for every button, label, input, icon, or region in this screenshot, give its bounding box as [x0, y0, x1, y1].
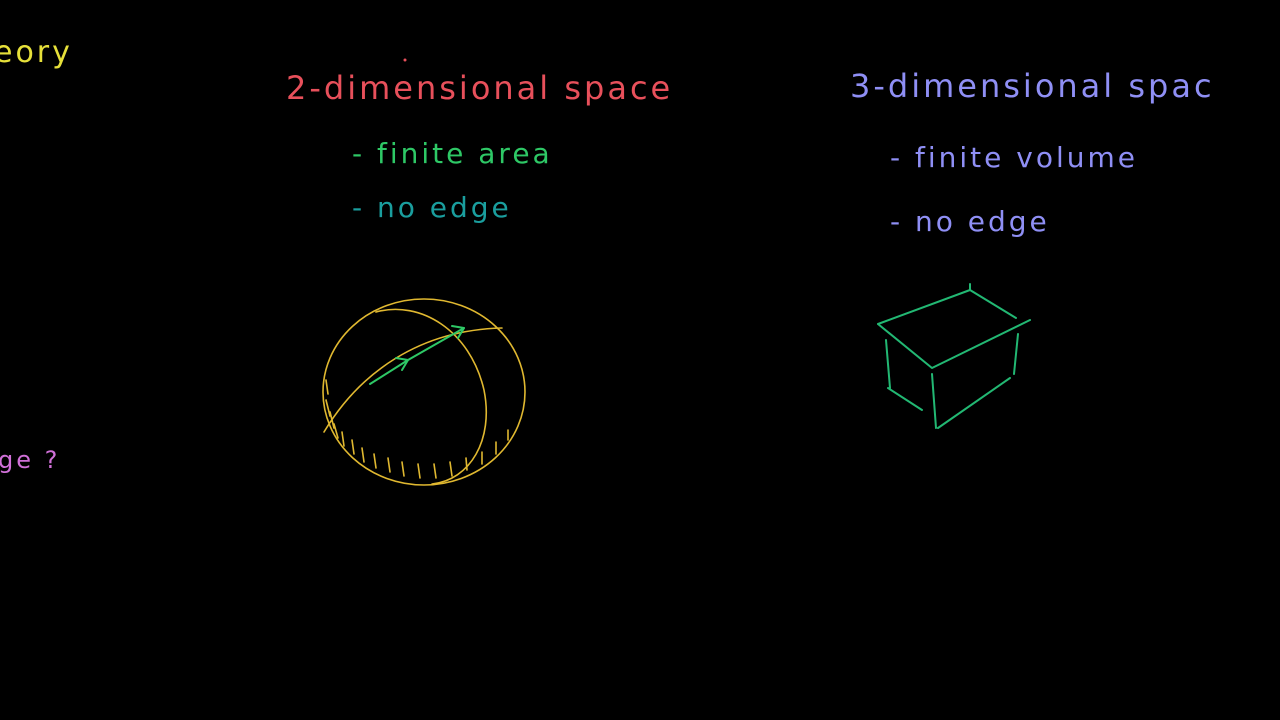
two-d-title: 2-dimensional space: [286, 69, 674, 107]
partial-edge-question-text: ge ?: [0, 446, 61, 474]
three-d-title: 3-dimensional spac: [850, 67, 1215, 105]
partial-theory-text: eory: [0, 35, 73, 70]
three-d-finite-volume: - finite volume: [890, 141, 1138, 174]
two-d-finite-area: - finite area: [352, 137, 553, 170]
two-d-no-edge: - no edge: [352, 191, 512, 224]
three-d-no-edge: - no edge: [890, 205, 1050, 238]
